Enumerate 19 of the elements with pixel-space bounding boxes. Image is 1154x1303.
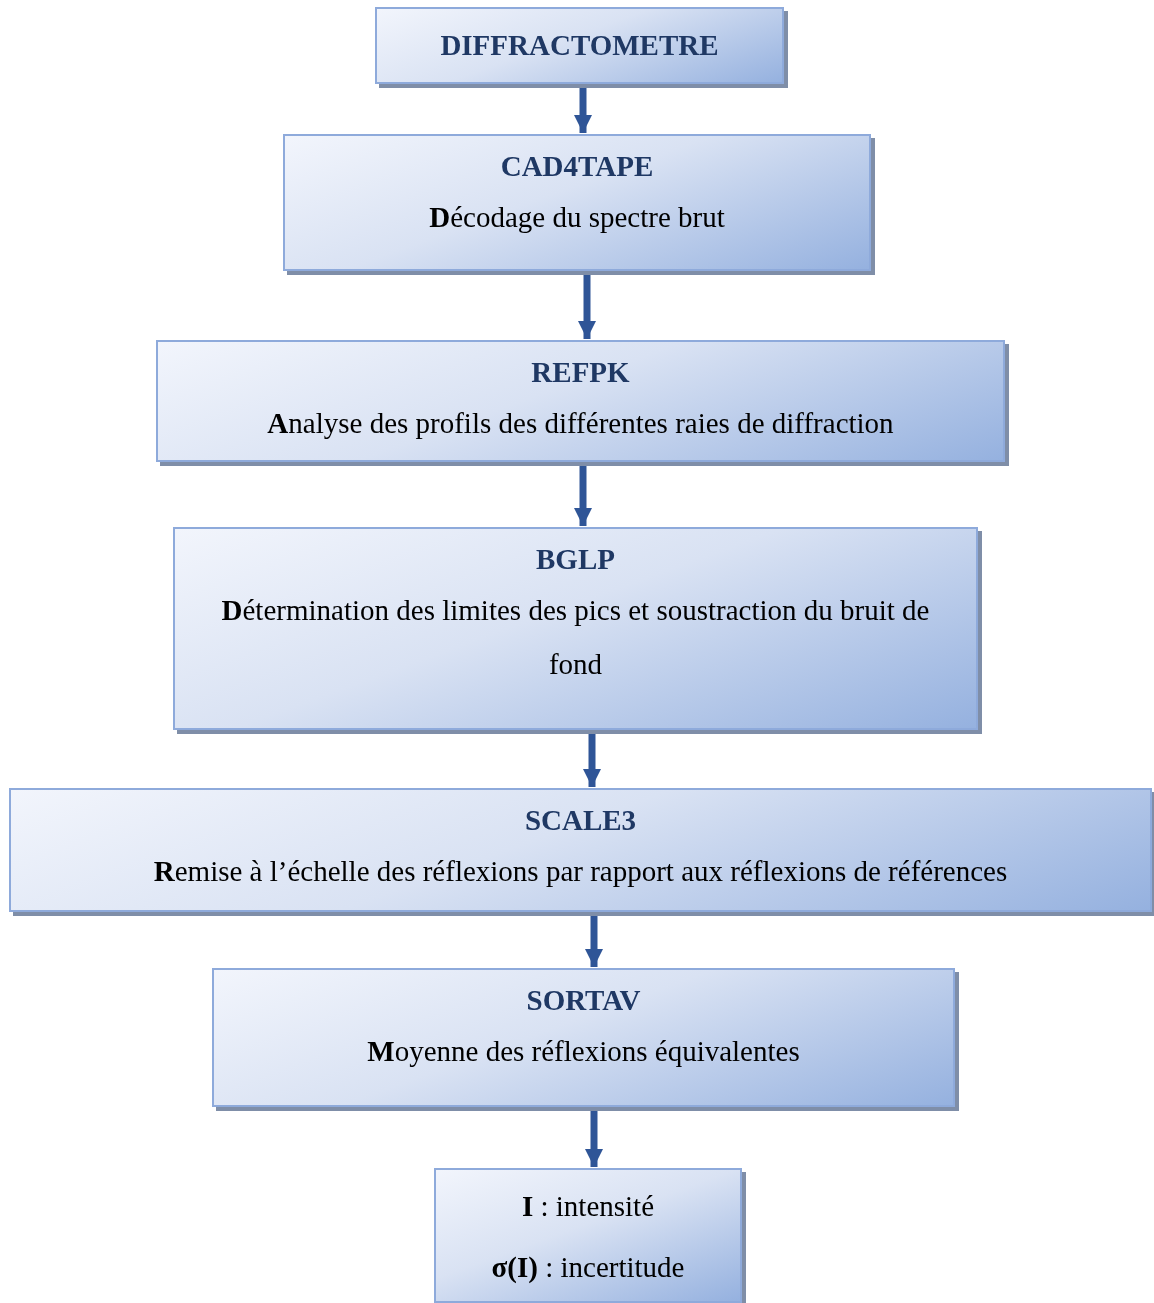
arrow [573, 86, 593, 133]
step-description: Analyse des profils des différentes raies de diffraction [267, 406, 894, 442]
step-description: Moyenne des réflexions équivalentes [367, 1034, 800, 1070]
output-label: σ(I) : incertitude [491, 1249, 685, 1285]
step-description: Remise à l’échelle des réflexions par rapport aux réflexions de références [153, 854, 1008, 890]
program-name: REFPK [531, 355, 630, 390]
program-name: SORTAV [526, 983, 641, 1018]
arrow [582, 732, 602, 787]
step-description: Détermination des limites des pics et soustraction du bruit de fond [220, 593, 931, 682]
arrow [584, 914, 604, 967]
program-name: DIFFRACTOMETRE [440, 27, 719, 63]
output-label: I : intensité [521, 1189, 655, 1224]
step-description: Décodage du spectre brut [429, 200, 725, 236]
program-name: BGLP [536, 542, 615, 577]
program-name: SCALE3 [524, 803, 637, 838]
arrow [577, 273, 597, 339]
program-name: CAD4TAPE [500, 149, 654, 184]
arrow [573, 464, 593, 526]
arrow [584, 1109, 604, 1167]
